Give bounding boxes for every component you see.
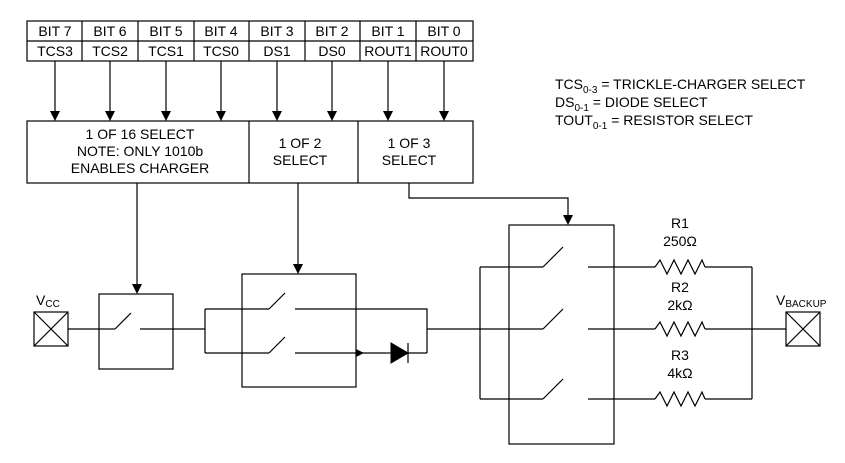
r3-value: 4kΩ (667, 365, 692, 381)
bit-label: BIT 0 (427, 23, 460, 39)
legend-term: TOUT (555, 112, 593, 128)
bit-label: BIT 6 (93, 23, 126, 39)
ds-select-line1: 1 OF 2 (279, 135, 322, 151)
arrow-head (105, 111, 115, 121)
field-label: DS0 (318, 43, 345, 59)
legend-desc: = RESISTOR SELECT (607, 112, 753, 128)
arrow-head (327, 111, 337, 121)
arrow-head (383, 111, 393, 121)
arrow-head (132, 284, 142, 294)
vbackup-pad-cross (785, 311, 821, 347)
rout-select-line1: 1 OF 3 (388, 135, 431, 151)
arrow-head (439, 111, 449, 121)
legend-term: DS (555, 94, 574, 110)
r3-resistor-icon (654, 390, 706, 408)
bit-label: BIT 5 (149, 23, 182, 39)
r1-resistor-icon (654, 258, 706, 276)
arrow-head (50, 111, 60, 121)
field-label: TCS2 (92, 43, 128, 59)
r2-resistor-icon (654, 320, 706, 338)
tcs-select-line2: NOTE: ONLY 1010b (77, 143, 204, 159)
vcc-label-sub: CC (45, 299, 59, 310)
legend-line-ds: DS0-1 = DIODE SELECT (555, 94, 708, 114)
vbackup-pad (785, 311, 821, 347)
switch-blade (542, 308, 564, 330)
register-table: BIT 7 BIT 6 BIT 5 BIT 4 BIT 3 BIT 2 BIT … (26, 20, 474, 62)
tcs-select-line1: 1 OF 16 SELECT (86, 126, 195, 142)
select-boxes-outline (26, 120, 474, 184)
legend-desc: = TRICKLE-CHARGER SELECT (597, 76, 805, 92)
bit-label: BIT 4 (204, 23, 237, 39)
vcc-label: VCC (36, 292, 60, 310)
vcc-pad-cross (33, 311, 69, 347)
tcs-select-line3: ENABLES CHARGER (71, 160, 209, 176)
vbackup-label-sub: BACKUP (785, 299, 826, 310)
r2-value: 2kΩ (667, 297, 692, 313)
switch-blade (542, 378, 564, 400)
bit-label: BIT 1 (371, 23, 404, 39)
legend-subscript: 0-3 (583, 85, 598, 96)
vbackup-label-main: V (776, 292, 786, 308)
legend-desc: = DIODE SELECT (589, 94, 708, 110)
vcc-label-main: V (36, 292, 46, 308)
rout-control-line (408, 183, 569, 217)
legend-subscript: 0-1 (593, 121, 608, 132)
field-label: DS1 (263, 43, 290, 59)
field-label: ROUT0 (420, 43, 468, 59)
tcs-switch-block (68, 293, 205, 370)
bit-label: BIT 2 (315, 23, 348, 39)
tcs-switch-box (98, 293, 174, 370)
vbackup-label: VBACKUP (776, 292, 827, 310)
resistors: R1 250Ω R2 2kΩ R3 4kΩ (654, 215, 786, 408)
switch-blade (268, 292, 286, 310)
legend: TCS0-3 = TRICKLE-CHARGER SELECT DS0-1 = … (555, 76, 806, 132)
vcc-pin: VCC (33, 292, 69, 347)
legend-subscript: 0-1 (574, 103, 589, 114)
wire (356, 308, 428, 353)
r1-value: 250Ω (663, 233, 697, 249)
arrow-head (563, 215, 573, 225)
switch-blade (114, 312, 132, 330)
legend-term: TCS (555, 76, 583, 92)
r2-name: R2 (671, 279, 689, 295)
diode-select-block (204, 273, 480, 388)
arrow-head (293, 264, 303, 274)
resistor-select-box (508, 224, 615, 445)
arrow-head (216, 111, 226, 121)
rout-select-line2: SELECT (382, 152, 437, 168)
field-label: TCS3 (37, 43, 73, 59)
field-label: TCS1 (148, 43, 184, 59)
arrow-head (161, 111, 171, 121)
switch-blade (268, 336, 286, 354)
field-label: ROUT1 (364, 43, 412, 59)
bit-label: BIT 7 (38, 23, 71, 39)
resistor-select-block (479, 224, 655, 445)
ds-select-line2: SELECT (273, 152, 328, 168)
arrow-head (356, 349, 364, 357)
r3-name: R3 (671, 347, 689, 363)
select-boxes: 1 OF 16 SELECT NOTE: ONLY 1010b ENABLES … (26, 120, 474, 184)
arrow-head (272, 111, 282, 121)
bit-arrows (50, 61, 449, 121)
diode-icon (390, 342, 409, 364)
switch-blade (542, 246, 564, 268)
field-label: TCS0 (203, 43, 239, 59)
vbackup-pin: VBACKUP (776, 292, 827, 347)
r1-name: R1 (671, 215, 689, 231)
legend-line-tout: TOUT0-1 = RESISTOR SELECT (555, 112, 753, 132)
diode-select-box (241, 273, 357, 388)
bit-label: BIT 3 (260, 23, 293, 39)
legend-line-tcs: TCS0-3 = TRICKLE-CHARGER SELECT (555, 76, 806, 96)
control-lines (132, 183, 573, 294)
